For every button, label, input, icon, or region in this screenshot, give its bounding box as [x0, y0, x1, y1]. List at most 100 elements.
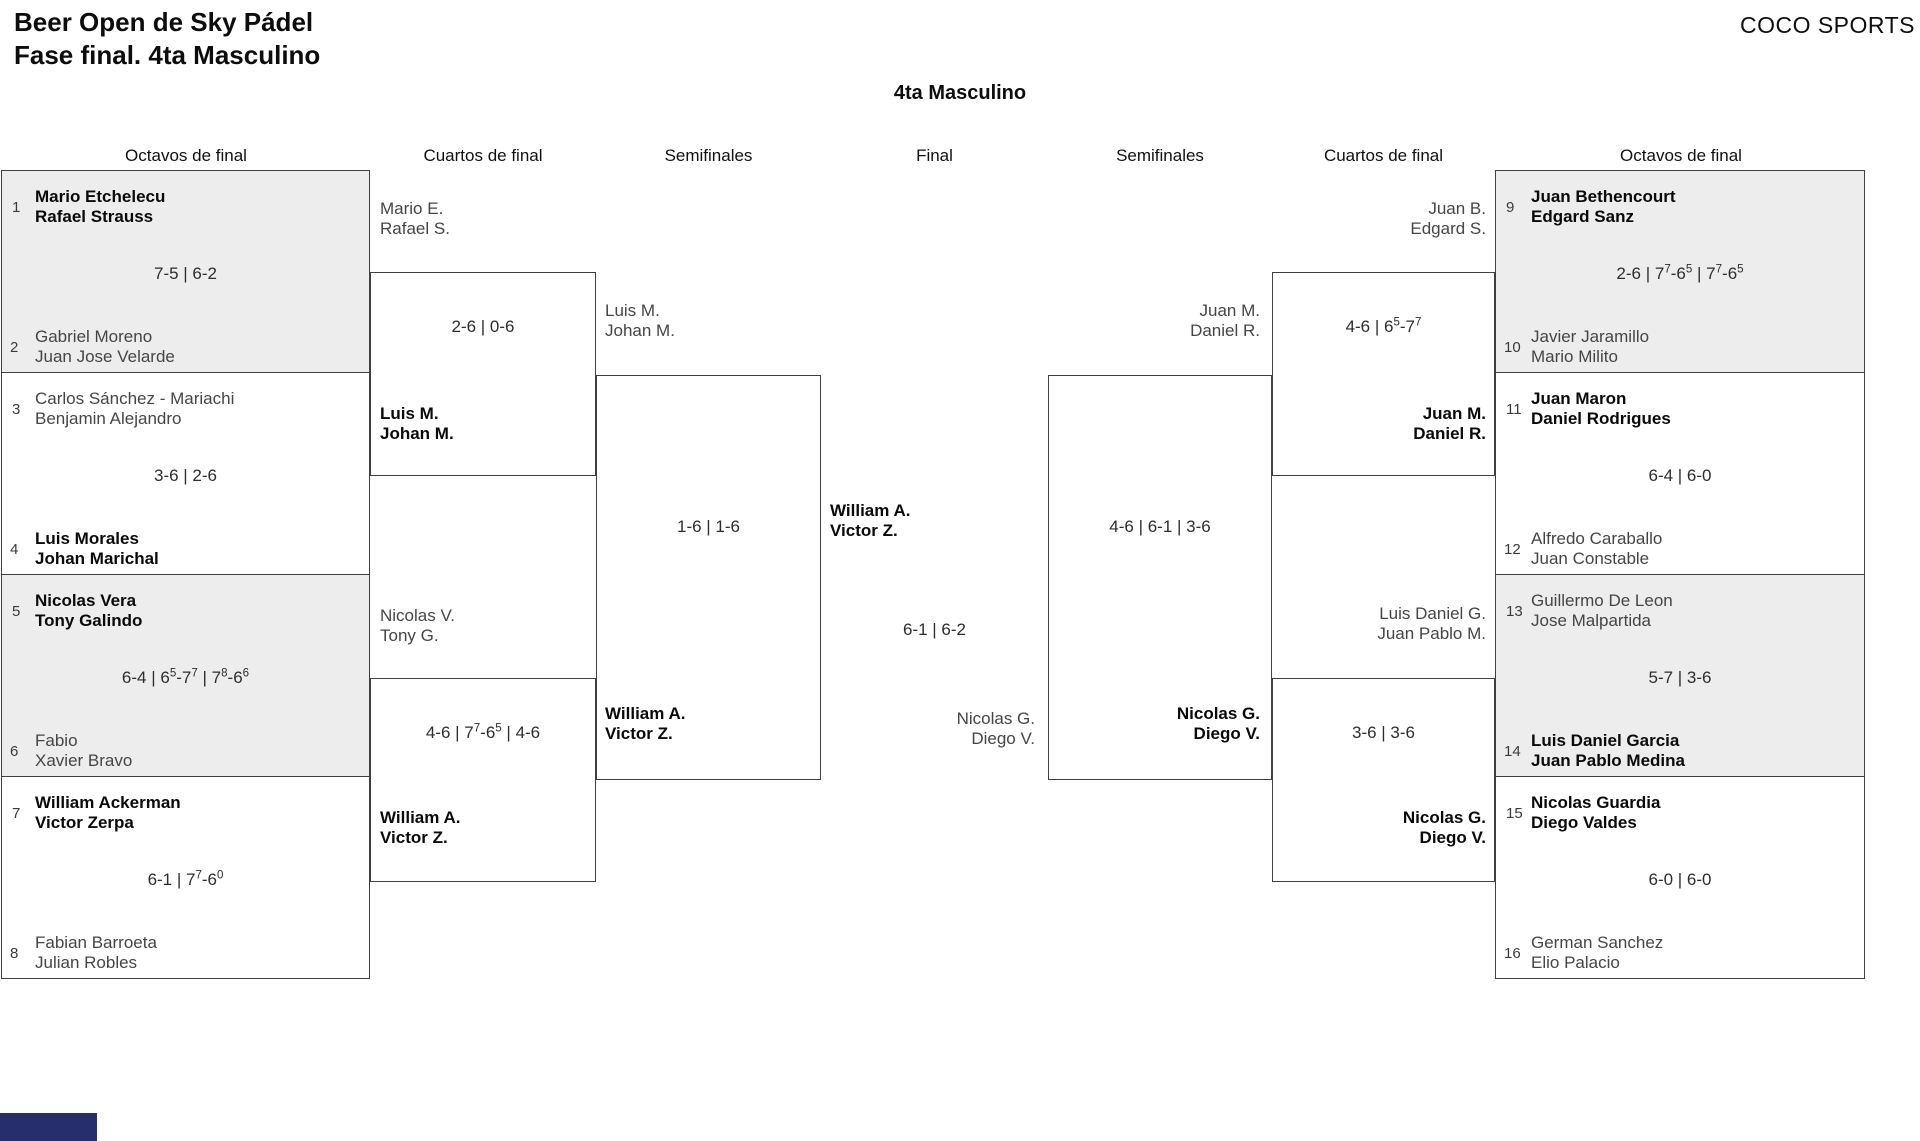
team-name: Alfredo Caraballo Juan Constable: [1531, 529, 1662, 569]
match-score: 3-6 | 2-6: [153, 466, 217, 485]
player-name: Elio Palacio: [1531, 953, 1620, 972]
team-name: Carlos Sánchez - Mariachi Benjamin Aleja…: [35, 389, 234, 429]
team-name: Luis Morales Johan Marichal: [35, 529, 159, 569]
cuartos-right-1-team-top: Juan B. Edgard S.: [1273, 199, 1486, 239]
cuartos-left-2-team-bottom: William A. Victor Z.: [380, 808, 460, 848]
match-score: 4-6 | 65-77: [1345, 316, 1422, 336]
team-name: Gabriel Moreno Juan Jose Velarde: [35, 327, 175, 367]
seed-number: 10: [1504, 339, 1521, 356]
player-name: Nicolas G.: [956, 709, 1035, 728]
player-name: Luis Morales: [35, 529, 139, 548]
player-name: German Sanchez: [1531, 933, 1664, 952]
cuartos-match-right-2[interactable]: [1272, 678, 1495, 882]
team-name: Guillermo De Leon Jose Malpartida: [1531, 591, 1673, 631]
semis-left-team-bottom: William A. Victor Z.: [605, 704, 685, 744]
round-header-cuartos-right: Cuartos de final: [1323, 146, 1444, 165]
player-name: Tony Galindo: [35, 611, 143, 630]
team-name: Juan Bethencourt Edgard Sanz: [1531, 187, 1676, 227]
player-name: Luis Daniel Garcia: [1531, 731, 1680, 750]
match-score: 2-6 | 77-65 | 77-65: [1616, 263, 1744, 283]
player-name: Daniel R.: [1190, 321, 1260, 340]
final-team-bottom: Nicolas G. Diego V.: [823, 709, 1035, 749]
round-header-octavos-right: Octavos de final: [1620, 146, 1742, 165]
octavos-match-8[interactable]: 15 Nicolas Guardia Diego Valdes 6-0 | 6-…: [1495, 776, 1865, 979]
seed-number: 6: [10, 743, 19, 760]
octavos-match-1[interactable]: 1 Mario Etchelecu Rafael Strauss 7-5 | 6…: [1, 170, 370, 373]
player-name: Jose Malpartida: [1531, 611, 1652, 630]
player-name: Juan M.: [1422, 404, 1486, 423]
player-name: Juan B.: [1428, 199, 1486, 218]
team-name: Juan Maron Daniel Rodrigues: [1531, 389, 1671, 429]
player-name: Guillermo De Leon: [1531, 591, 1673, 610]
seed-number: 7: [12, 805, 21, 822]
semis-right-team-top: Juan M. Daniel R.: [1048, 301, 1260, 341]
player-name: Juan Pablo M.: [1377, 624, 1486, 643]
player-name: Victor Z.: [605, 724, 673, 743]
final-team-top: William A. Victor Z.: [830, 501, 910, 541]
player-name: Tony G.: [380, 626, 439, 645]
player-name: Nicolas V.: [380, 606, 455, 625]
semis-right-team-bottom: Nicolas G. Diego V.: [1048, 704, 1260, 744]
player-name: Victor Z.: [830, 521, 898, 540]
player-name: Juan Jose Velarde: [35, 347, 175, 366]
player-name: Edgard S.: [1410, 219, 1486, 238]
cuartos-match-right-1[interactable]: [1272, 272, 1495, 476]
seed-number: 9: [1506, 199, 1515, 216]
match-score: 7-5 | 6-2: [153, 264, 217, 283]
bracket-title: 4ta Masculino: [893, 82, 1027, 104]
seed-number: 5: [12, 603, 21, 620]
seed-number: 12: [1504, 541, 1521, 558]
seed-number: 16: [1504, 945, 1521, 962]
phase-name: Fase final. 4ta Masculino: [14, 40, 321, 70]
octavos-match-2[interactable]: 3 Carlos Sánchez - Mariachi Benjamin Ale…: [1, 372, 370, 575]
semis-match-left[interactable]: [596, 375, 821, 780]
match-score: 5-7 | 3-6: [1648, 668, 1712, 687]
semis-match-right[interactable]: [1048, 375, 1272, 780]
octavos-match-7[interactable]: 13 Guillermo De Leon Jose Malpartida 5-7…: [1495, 574, 1865, 777]
cuartos-match-left-2[interactable]: [370, 678, 596, 882]
player-name: Benjamin Alejandro: [35, 409, 182, 428]
player-name: Mario Etchelecu: [35, 187, 166, 206]
player-name: Diego V.: [971, 729, 1035, 748]
seed-number: 2: [10, 339, 19, 356]
player-name: Xavier Bravo: [35, 751, 133, 770]
octavos-match-6[interactable]: 11 Juan Maron Daniel Rodrigues 6-4 | 6-0…: [1495, 372, 1865, 575]
player-name: Victor Z.: [380, 828, 448, 847]
player-name: Carlos Sánchez - Mariachi: [35, 389, 235, 408]
seed-number: 8: [10, 945, 19, 962]
player-name: William A.: [605, 704, 686, 723]
brand-logo: COCO SPORTS: [1739, 12, 1915, 38]
player-name: Juan Maron: [1531, 389, 1627, 408]
player-name: Luis M.: [380, 404, 439, 423]
player-name: Alfredo Caraballo: [1531, 529, 1663, 548]
team-name: German Sanchez Elio Palacio: [1531, 933, 1663, 973]
player-name: William A.: [380, 808, 461, 827]
player-name: Julian Robles: [35, 953, 138, 972]
match-score: 1-6 | 1-6: [676, 517, 740, 536]
cuartos-left-2-team-top: Nicolas V. Tony G.: [380, 606, 455, 646]
player-name: Daniel Rodrigues: [1531, 409, 1671, 428]
octavos-match-4[interactable]: 7 William Ackerman Victor Zerpa 6-1 | 77…: [1, 776, 370, 979]
seed-number: 15: [1506, 805, 1523, 822]
match-score: 4-6 | 6-1 | 3-6: [1109, 517, 1211, 536]
octavos-match-5[interactable]: 9 Juan Bethencourt Edgard Sanz 2-6 | 77-…: [1495, 170, 1865, 373]
seed-number: 4: [10, 541, 19, 558]
round-header-cuartos-left: Cuartos de final: [423, 146, 543, 165]
round-header-semis-right: Semifinales: [1116, 146, 1204, 165]
team-name: Nicolas Guardia Diego Valdes: [1531, 793, 1660, 833]
tournament-name: Beer Open de Sky Pádel: [14, 7, 314, 37]
cuartos-left-1-team-bottom: Luis M. Johan M.: [380, 404, 454, 444]
player-name: Fabian Barroeta: [35, 933, 157, 952]
player-name: Edgard Sanz: [1531, 207, 1634, 226]
player-name: William Ackerman: [35, 793, 181, 812]
player-name: Daniel R.: [1413, 424, 1486, 443]
team-name: Fabian Barroeta Julian Robles: [35, 933, 157, 973]
match-score: 6-0 | 6-0: [1648, 870, 1712, 889]
team-name: Luis Daniel Garcia Juan Pablo Medina: [1531, 731, 1685, 771]
cuartos-match-left-1[interactable]: [370, 272, 596, 476]
round-header-octavos-left: Octavos de final: [125, 146, 247, 165]
team-name: Mario Etchelecu Rafael Strauss: [35, 187, 165, 227]
seed-number: 14: [1504, 743, 1521, 760]
octavos-match-3[interactable]: 5 Nicolas Vera Tony Galindo 6-4 | 65-77 …: [1, 574, 370, 777]
